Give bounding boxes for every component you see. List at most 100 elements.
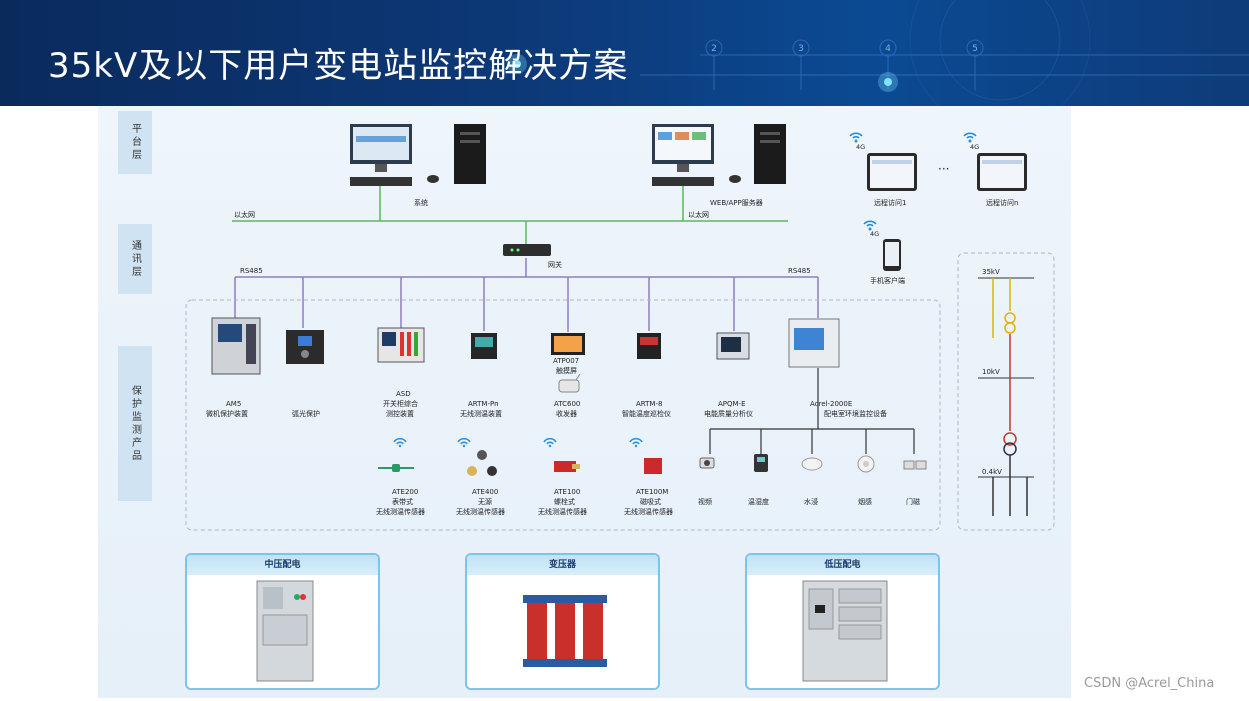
- sensor-ate100-line1: 螺栓式: [554, 498, 575, 506]
- device-acrel-2000e-desc: 配电室环境监控设备: [824, 410, 887, 418]
- artm-8-device-icon: [637, 333, 661, 359]
- mv-switchgear-image: [256, 580, 314, 682]
- mobile-phone-icon: [883, 239, 901, 271]
- sensor-ate400-line2: 无线测温传感器: [456, 508, 505, 516]
- remote-ellipsis: ···: [938, 162, 950, 176]
- sensor-ate100m-line1: 磁吸式: [640, 498, 661, 506]
- atc600-transceiver-icon: [558, 374, 581, 393]
- mouse-icon: [427, 175, 439, 183]
- smoke-detector-icon: [857, 455, 875, 473]
- env-door-label: 门磁: [906, 498, 920, 506]
- network-lines: [185, 186, 1055, 531]
- sensor-ate100m-line2: 无线测温传感器: [624, 508, 673, 516]
- device-asd-desc2: 测控装置: [386, 410, 414, 418]
- device-artm-8-desc: 智能温度巡检仪: [622, 410, 671, 418]
- voltage-04kv-label: 0.4kV: [982, 468, 1002, 476]
- lv-cabinet-image: [802, 580, 888, 682]
- tablet-remote1-icon: [867, 153, 917, 191]
- asd-device-icon: [377, 327, 425, 363]
- device-apqm-e-desc: 电能质量分析仪: [704, 410, 753, 418]
- wifi-icon: [629, 437, 643, 448]
- ate100-sensor-icon: [554, 461, 580, 472]
- device-acrel-2000e-model: Acrel-2000E: [810, 400, 853, 408]
- rs485-right-label: RS485: [788, 267, 811, 275]
- wifi-4g-icon: [849, 132, 863, 143]
- svg-text:3: 3: [798, 44, 804, 54]
- video-camera-icon: [699, 457, 715, 469]
- layer-label-comm: 通讯层: [118, 224, 152, 294]
- system-workstation-icon: [350, 124, 412, 186]
- device-artm-8-model: ARTM-8: [636, 400, 663, 408]
- am5-device-icon: [211, 317, 261, 375]
- sensor-ate100m-model: ATE100M: [636, 488, 669, 496]
- wifi-icon: [543, 437, 557, 448]
- device-artm-pn-model: ARTM-Pn: [468, 400, 499, 408]
- ate400-sensor-icon: [467, 450, 497, 476]
- mv-distribution-title: 中压配电: [187, 555, 378, 575]
- device-atp007-model: ATP007: [553, 357, 580, 365]
- ethernet-right-label: 以太网: [688, 211, 709, 219]
- rs485-left-label: RS485: [240, 267, 263, 275]
- device-am5-desc: 微机保护装置: [206, 410, 248, 418]
- system-label: 系统: [414, 199, 428, 207]
- ethernet-left-label: 以太网: [234, 211, 255, 219]
- voltage-35kv-label: 35kV: [982, 268, 1000, 276]
- env-smoke-label: 烟感: [858, 498, 872, 506]
- mouse-icon: [729, 175, 741, 183]
- device-asd-model: ASD: [396, 390, 411, 398]
- voltage-10kv-label: 10kV: [982, 368, 1000, 376]
- watermark: CSDN @Acrel_China: [1084, 676, 1215, 691]
- svg-text:2: 2: [711, 44, 717, 54]
- remoten-label: 远程访问n: [986, 199, 1019, 207]
- wifi-icon: [393, 437, 407, 448]
- mv-distribution-box: 中压配电: [185, 553, 380, 690]
- env-temp-humidity-label: 温湿度: [748, 498, 769, 506]
- artm-pn-device-icon: [471, 333, 497, 359]
- sensor-ate400-model: ATE400: [472, 488, 499, 496]
- tag-4g: 4G: [870, 230, 880, 238]
- atp007-touchscreen-icon: [551, 333, 585, 355]
- tag-4g: 4G: [856, 143, 866, 151]
- sensor-ate200-model: ATE200: [392, 488, 419, 496]
- layer-label-platform: 平台层: [118, 111, 152, 174]
- layer-label-protect: 保护监测产品: [118, 346, 152, 501]
- wifi-4g-icon: [963, 132, 977, 143]
- env-water-label: 水浸: [804, 498, 818, 506]
- sensor-ate100-line2: 无线测温传感器: [538, 508, 587, 516]
- device-atp007-desc: 触摸屏: [556, 367, 577, 375]
- env-video-label: 视频: [698, 498, 712, 506]
- transformer-image: [523, 595, 607, 667]
- device-artm-pn-desc: 无线测温装置: [460, 410, 502, 418]
- mobile-label: 手机客户端: [870, 277, 905, 285]
- arc-protection-icon: [286, 330, 324, 364]
- web-server-label: WEB/APP服务器: [710, 199, 763, 207]
- transformer-title: 变压器: [467, 555, 658, 575]
- architecture-diagram: 平台层 通讯层 保护监测产品: [98, 106, 1071, 698]
- ate200-sensor-icon: [378, 464, 414, 472]
- tag-4g: 4G: [970, 143, 980, 151]
- header-decoration: 2 3 4 5: [507, 0, 1249, 106]
- sensor-ate200-line1: 表带式: [392, 498, 413, 506]
- wifi-4g-icon: [863, 220, 877, 231]
- door-magnet-sensor-icon: [903, 460, 927, 470]
- svg-text:5: 5: [972, 44, 978, 54]
- ate100m-sensor-icon: [644, 458, 662, 474]
- apqm-e-device-icon: [716, 332, 750, 360]
- remote1-label: 远程访问1: [874, 199, 907, 207]
- acrel-2000e-device-icon: [788, 318, 840, 368]
- tablet-remoten-icon: [977, 153, 1027, 191]
- transformer-box: 变压器: [465, 553, 660, 690]
- device-apqm-e-model: APQM-E: [718, 400, 746, 408]
- wifi-icon: [457, 437, 471, 448]
- lv-distribution-box: 低压配电: [745, 553, 940, 690]
- svg-text:4: 4: [885, 44, 891, 54]
- web-workstation-icon: [652, 124, 714, 186]
- lv-distribution-title: 低压配电: [747, 555, 938, 575]
- device-arc-desc: 弧光保护: [292, 410, 320, 418]
- device-asd-desc: 开关柜综合: [383, 400, 418, 408]
- water-leak-sensor-icon: [801, 457, 823, 471]
- sensor-ate200-line2: 无线测温传感器: [376, 508, 425, 516]
- gateway-label: 网关: [548, 261, 562, 269]
